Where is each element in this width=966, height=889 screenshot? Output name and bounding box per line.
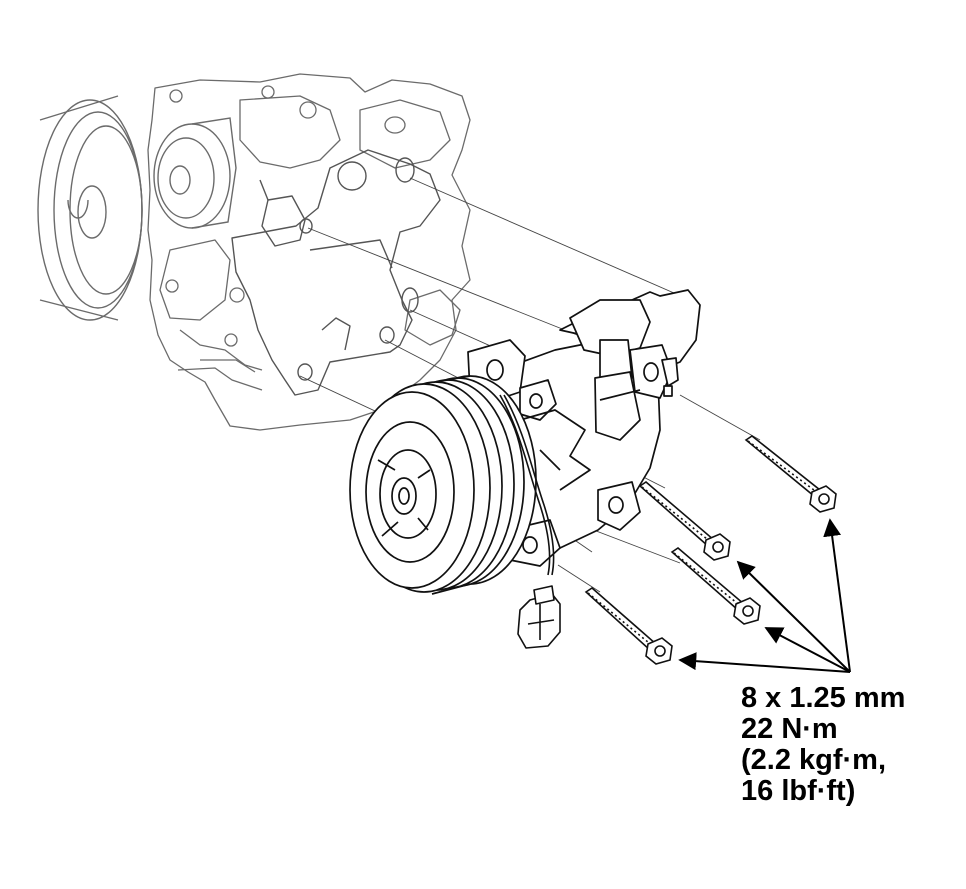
clutch-wire: [499, 394, 555, 576]
mounting-bolt-1: [744, 435, 837, 513]
callout-arrows: [678, 518, 851, 673]
crankshaft-pulley: [37, 95, 143, 321]
mounting-bolt-2: [638, 480, 731, 561]
bolt-size-text: 8 x 1.25 mm: [741, 682, 906, 714]
torque-kgfm-text: (2.2 kgf·m,: [741, 744, 887, 776]
arrow-to-bolt-3: [764, 627, 851, 673]
arrow-to-bolt-1: [823, 518, 851, 673]
idler-pulley: [153, 117, 237, 229]
mounting-bolt-4: [584, 586, 673, 665]
torque-lbfft-text: 16 lbf·ft): [741, 775, 856, 807]
compressor-bracket: [231, 149, 441, 396]
clutch-connector: [517, 585, 561, 649]
torque-nm-text: 22 N·m: [741, 713, 838, 745]
clutch-pulley: [349, 375, 537, 595]
torque-spec-label: 8 x 1.25 mm 22 N·m (2.2 kgf·m, 16 lbf·ft…: [741, 683, 905, 807]
mounting-bolt-3: [670, 546, 761, 625]
arrow-to-bolt-2: [736, 560, 851, 673]
arrow-to-bolt-4: [678, 652, 851, 673]
engine-block: [147, 73, 471, 431]
